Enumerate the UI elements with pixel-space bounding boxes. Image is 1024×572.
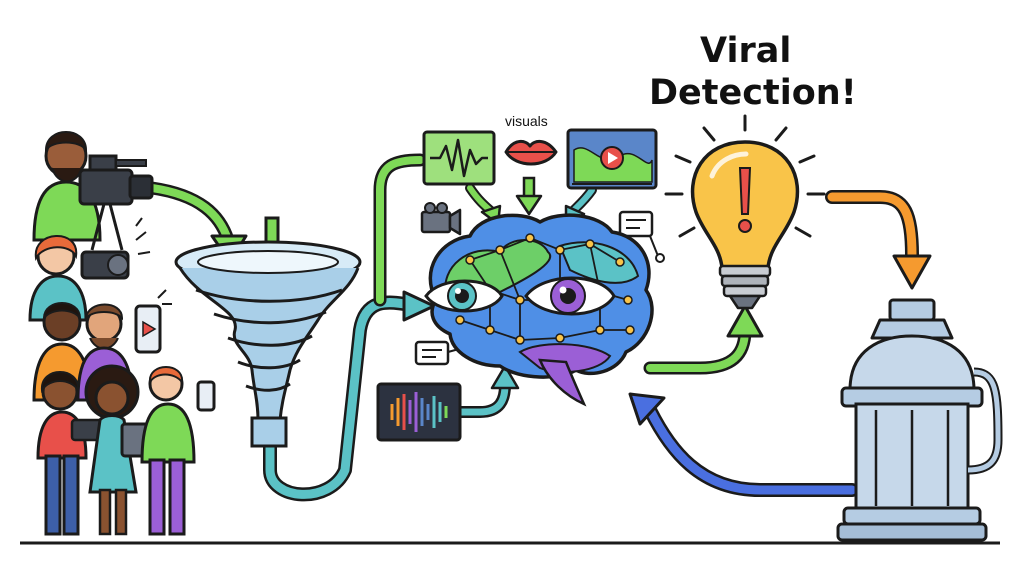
lips-to-brain-arrow — [515, 176, 543, 216]
brain-left-eye — [424, 279, 504, 313]
headline-line-2: Detection! — [649, 73, 857, 113]
chat-bubble-icon — [618, 210, 665, 263]
woman-with-camera — [28, 217, 151, 322]
woman-red-top — [36, 371, 104, 536]
exclamation-icon — [738, 167, 752, 233]
brain-right-eye — [524, 276, 616, 316]
brain-to-bulb-arrow — [643, 304, 764, 375]
ai-brain — [424, 213, 654, 407]
bulb-to-tank-arrow — [825, 190, 932, 290]
waveform-icon — [422, 130, 496, 186]
tank-to-brain-arrow — [628, 392, 859, 497]
small-camera-icon — [420, 202, 462, 236]
video-player-icon — [566, 128, 658, 190]
lips-icon — [504, 140, 558, 166]
audio-to-brain-arrow — [452, 364, 520, 418]
headline-line-1: Viral — [700, 31, 792, 71]
storage-tank — [836, 298, 1003, 542]
visuals-label: visuals — [505, 113, 548, 129]
lightbulb-icon — [664, 114, 826, 310]
video-camera-icon — [78, 154, 154, 251]
man-green-shirt — [140, 366, 216, 536]
audio-spectrum-icon — [376, 382, 462, 442]
smartphone-icon — [134, 289, 172, 354]
feedback-up-arrow — [373, 153, 427, 307]
funnel-tornado — [174, 240, 362, 448]
crowd-of-people — [28, 131, 216, 536]
